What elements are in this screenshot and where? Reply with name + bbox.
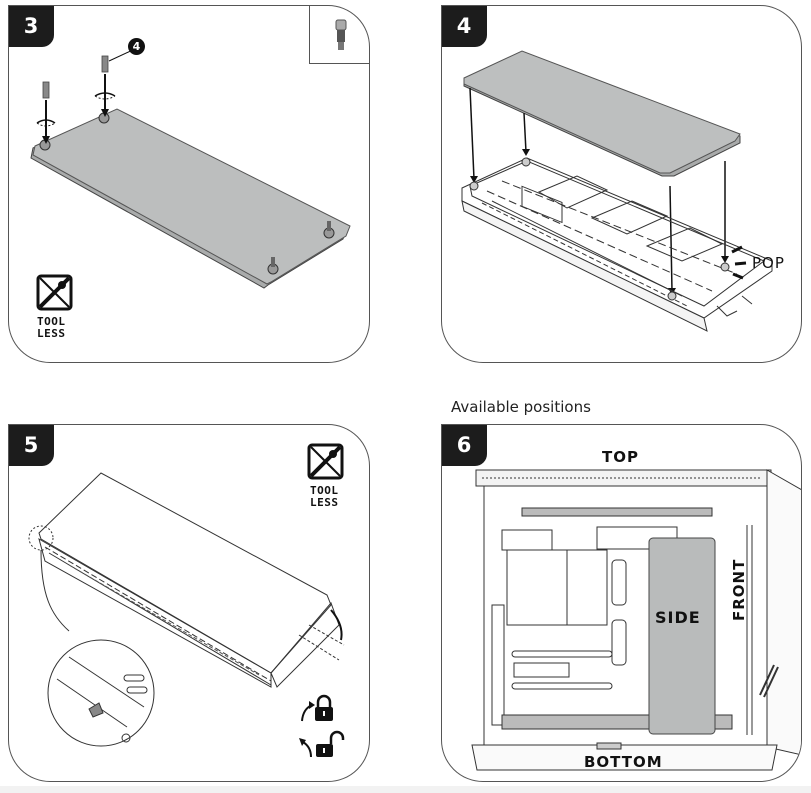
front-slashes bbox=[759, 664, 779, 698]
step-3-illustration bbox=[30, 47, 351, 311]
toolless-label-line2: LESS bbox=[37, 327, 66, 340]
toolless-label: TOOL LESS bbox=[310, 485, 339, 509]
tilt-arrow bbox=[330, 609, 343, 641]
step-4-illustration bbox=[461, 50, 773, 332]
position-label-bottom: BOTTOM bbox=[584, 753, 663, 771]
vent-slots bbox=[68, 564, 260, 676]
callout-number: 4 bbox=[132, 40, 141, 53]
callout-badge: 4 bbox=[128, 38, 145, 55]
screw-right bbox=[94, 47, 138, 117]
position-label-front: FRONT bbox=[730, 558, 748, 621]
pop-label: POP bbox=[752, 254, 785, 272]
page-footer-strip bbox=[0, 786, 811, 793]
screw-left bbox=[36, 81, 56, 144]
detail-magnifier bbox=[47, 639, 155, 747]
side-mount-plate bbox=[648, 537, 716, 735]
pop-marks bbox=[731, 245, 747, 280]
standoff-screw-icon bbox=[335, 19, 347, 50]
toolless-icon bbox=[36, 274, 73, 311]
position-label-side: SIDE bbox=[655, 608, 701, 627]
step-5-illustration bbox=[28, 443, 345, 758]
step-6-panel: 6 TOP SIDE FRONT BOTTOM bbox=[441, 424, 802, 782]
step-badge: 4 bbox=[442, 6, 487, 47]
step-badge: 6 bbox=[442, 425, 487, 466]
step-3-panel: 3 4 TOOL LESS bbox=[8, 5, 370, 363]
available-positions-caption: Available positions bbox=[451, 398, 591, 416]
step-5-panel: 5 TOOL LESS bbox=[8, 424, 370, 782]
toolless-label-line2: LESS bbox=[310, 496, 339, 509]
plate bbox=[30, 108, 351, 289]
step-4-panel: 4 POP bbox=[441, 5, 802, 363]
lock-closed-icon bbox=[301, 694, 333, 722]
step-badge: 3 bbox=[9, 6, 54, 47]
case-interior-illustration bbox=[471, 469, 801, 771]
lock-open-icon bbox=[299, 730, 345, 758]
toolless-label-line1: TOOL bbox=[37, 315, 66, 328]
plate bbox=[463, 50, 741, 177]
toolless-icon bbox=[307, 443, 344, 480]
step-badge: 5 bbox=[9, 425, 54, 466]
alignment-arrows bbox=[469, 87, 726, 292]
screw-inset-box bbox=[309, 6, 369, 64]
mounting-bracket bbox=[461, 157, 773, 332]
position-label-top: TOP bbox=[602, 448, 639, 466]
case-outline bbox=[471, 469, 801, 771]
toolless-label: TOOL LESS bbox=[37, 316, 66, 340]
toolless-label-line1: TOOL bbox=[310, 484, 339, 497]
